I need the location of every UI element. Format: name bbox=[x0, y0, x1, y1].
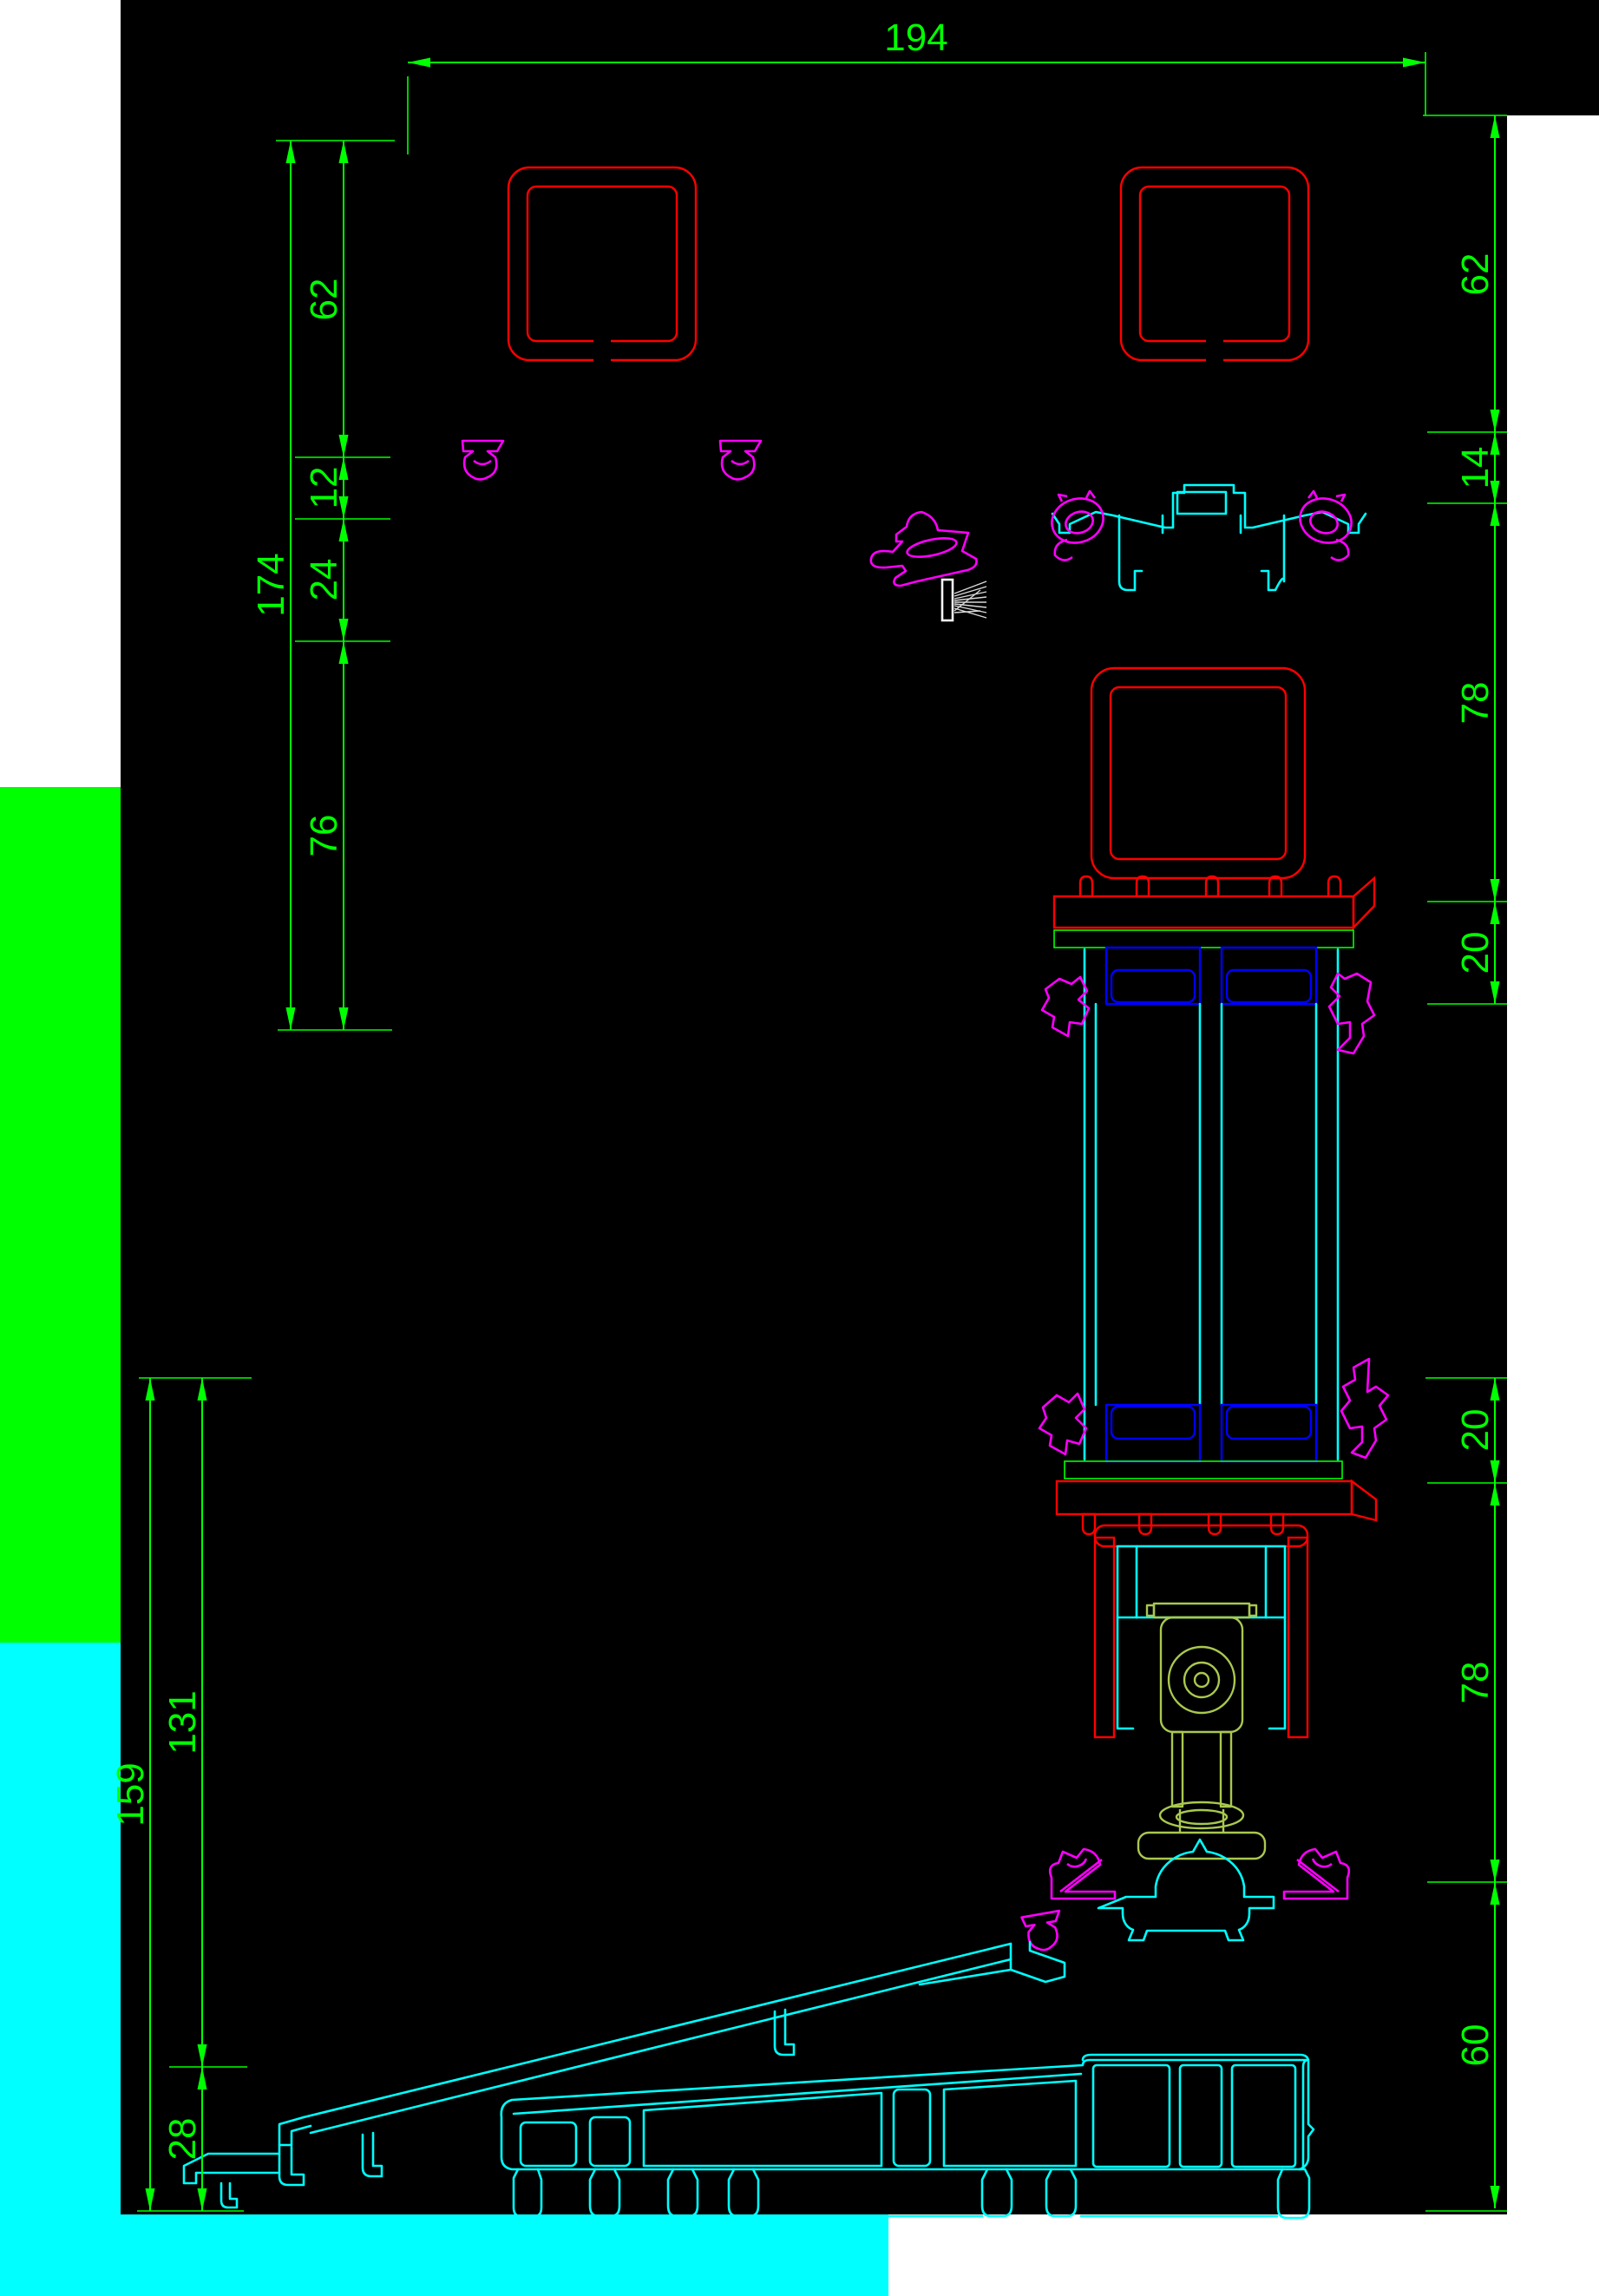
glazing-bead-top bbox=[1053, 929, 1354, 948]
steel-tube-top-right bbox=[1119, 166, 1310, 364]
sash-serration-bottom bbox=[1055, 1479, 1378, 1536]
steel-tube-top-left bbox=[507, 166, 698, 364]
dim-label-174: 174 bbox=[250, 553, 292, 616]
left-green-panel bbox=[0, 787, 121, 1643]
dim-label-28: 28 bbox=[161, 2118, 204, 2161]
glazing-wedge-lower-left bbox=[1038, 1392, 1088, 1456]
left-dimension-chain: 62 12 24 76 174 bbox=[250, 140, 395, 1031]
glazing-clip-top-right bbox=[718, 439, 763, 481]
right-lower-dimension-chain: 20 78 60 bbox=[1425, 1377, 1507, 2212]
dim-label-12: 12 bbox=[303, 467, 345, 509]
top-dimension-194: 194 bbox=[407, 16, 1426, 154]
dim-label-20-upper: 20 bbox=[1454, 932, 1497, 974]
dim-label-76: 76 bbox=[303, 815, 345, 857]
dim-label-131: 131 bbox=[161, 1690, 204, 1754]
left-cyan-panel bbox=[0, 1643, 121, 2296]
left-lower-dimension-chain: 159 131 28 bbox=[109, 1377, 252, 2212]
head-track-profile bbox=[1051, 483, 1367, 592]
dim-label-62-right: 62 bbox=[1454, 253, 1497, 296]
sill-end-clip bbox=[1020, 1909, 1061, 1952]
dim-label-62-left: 62 bbox=[303, 279, 345, 321]
right-upper-dimension-chain: 62 14 78 20 bbox=[1423, 115, 1507, 1005]
bottom-cyan-panel bbox=[121, 2214, 888, 2296]
track-cover-profile bbox=[1097, 1838, 1275, 1942]
glazing-wedge-lower-right bbox=[1340, 1357, 1390, 1460]
sash-serration-top bbox=[1052, 875, 1376, 930]
canvas-main bbox=[121, 115, 1507, 2214]
dim-label-159: 159 bbox=[109, 1762, 152, 1826]
dim-label-14: 14 bbox=[1454, 447, 1497, 489]
steel-tube-middle-right bbox=[1090, 666, 1307, 880]
dim-label-20-lower: 20 bbox=[1454, 1409, 1497, 1452]
dim-label-60: 60 bbox=[1454, 2024, 1497, 2067]
track-gasket-right bbox=[1299, 489, 1353, 561]
dim-label-78-upper: 78 bbox=[1454, 682, 1497, 725]
gasket-profile bbox=[869, 510, 978, 587]
glazing-panel-top-right bbox=[1220, 946, 1318, 1006]
sloped-board-profile bbox=[182, 1940, 1066, 2209]
glazing-panel-top-left bbox=[1104, 946, 1202, 1006]
sill-profile bbox=[500, 2053, 1315, 2220]
glazing-wedge-upper-left bbox=[1040, 975, 1091, 1038]
dim-label-194: 194 bbox=[884, 16, 947, 59]
bottom-bracket-right bbox=[1282, 1847, 1351, 1900]
dim-label-78-lower: 78 bbox=[1454, 1662, 1497, 1704]
dim-label-24: 24 bbox=[303, 559, 345, 601]
glazing-bead-bottom bbox=[1064, 1460, 1343, 1479]
spray-icon bbox=[940, 578, 987, 622]
canvas-top-strip bbox=[121, 0, 1599, 115]
track-gasket-left bbox=[1051, 489, 1104, 561]
bottom-bracket-left bbox=[1048, 1847, 1117, 1900]
glazing-wedge-upper-right bbox=[1327, 972, 1376, 1055]
glazing-clip-top-left bbox=[461, 439, 505, 481]
glass-pane-lines bbox=[1083, 948, 1340, 1461]
roller-assembly bbox=[1137, 1602, 1267, 1860]
